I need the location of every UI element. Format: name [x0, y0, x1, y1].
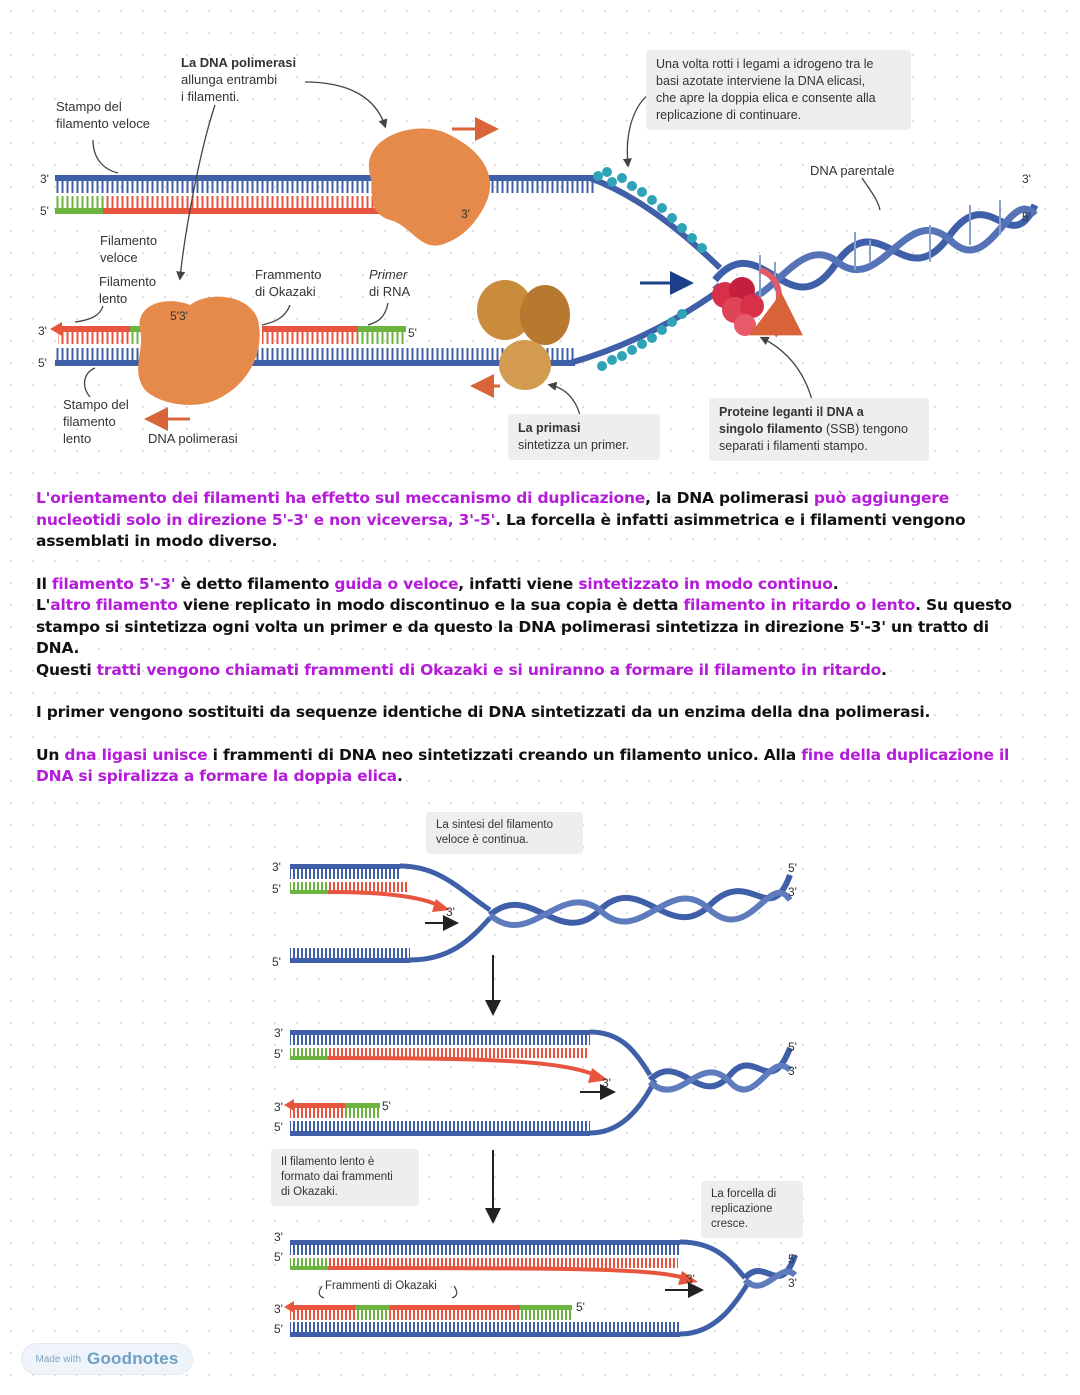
- callout-primasi: La primasi sintetizza un primer.: [508, 414, 660, 460]
- step-2-lagging-primer: [284, 1029, 793, 1136]
- parental-helix: [712, 200, 1039, 305]
- end-5-primer: 5': [408, 326, 417, 340]
- s2-end-3-lagging: 3': [274, 1100, 283, 1114]
- lagging-template-strand: [55, 360, 575, 366]
- end-3-parental: 3': [1022, 172, 1031, 186]
- label-filamento-lento: Filamento lento: [99, 274, 157, 306]
- s3-end-3-right: 3': [788, 1276, 797, 1290]
- end-3-lagging-left: 3': [38, 324, 47, 338]
- handwritten-notes: L'orientamento dei filamenti ha effetto …: [36, 488, 1036, 788]
- callout-ssb: Proteine leganti il DNA a singolo filame…: [709, 398, 929, 461]
- label-stampo-veloce: Stampo del filamento veloce: [56, 99, 150, 131]
- s1-end-3: 3': [272, 860, 281, 874]
- s3-end-3-lagging: 3': [274, 1302, 283, 1316]
- note-paragraph-2: Il filamento 5'-3' è detto filamento gui…: [36, 574, 1012, 679]
- replication-fork-diagram: [50, 81, 1039, 431]
- s1-end-3-tip: 3': [446, 905, 455, 919]
- s3-end-3: 3': [274, 1230, 283, 1244]
- dna-polymerase-leading: [368, 128, 491, 246]
- replication-steps-diagram: [284, 863, 798, 1337]
- note-paragraph-4: Un dna ligasi unisce i frammenti di DNA …: [36, 745, 1010, 786]
- ssb-proteins: [593, 167, 707, 371]
- note-paragraph-3: I primer vengono sostituiti da sequenze …: [36, 703, 931, 721]
- label-dna-polimerasi-2: DNA polimerasi: [148, 431, 238, 446]
- s2-end-5-right: 5': [788, 1040, 797, 1054]
- label-primer-rna: Primer di RNA: [369, 267, 411, 299]
- s1-end-5: 5': [272, 882, 281, 896]
- dna-polymerase-lagging: [138, 296, 260, 405]
- primase-enzyme: [477, 280, 570, 390]
- callout-sintesi-veloce: La sintesi del filamento veloce è contin…: [426, 812, 583, 854]
- label-frammento-okazaki: Frammento di Okazaki: [255, 267, 322, 299]
- s1-end-5-right: 5': [788, 861, 797, 875]
- s2-end-3: 3': [274, 1026, 283, 1040]
- end-53-okazaki: 5'3': [170, 309, 188, 323]
- s3-end-5-right: 5': [788, 1252, 797, 1266]
- goodnotes-badge[interactable]: Made with Goodnotes: [22, 1344, 192, 1374]
- label-filamento-veloce: Filamento veloce: [100, 233, 158, 265]
- label-stampo-lento: Stampo del filamento lento: [63, 397, 129, 446]
- step-3-fork-grows: [284, 1239, 798, 1337]
- s1-end-5-bottom: 5': [272, 955, 281, 969]
- s3-end-5-primer: 5': [576, 1300, 585, 1314]
- end-5-lagging-left: 5': [38, 356, 47, 370]
- s3-end-5: 5': [274, 1250, 283, 1264]
- label-frammenti-okazaki: Frammenti di Okazaki: [325, 1280, 437, 1292]
- s2-end-5-primer: 5': [382, 1099, 391, 1113]
- end-5-parental: 5': [1022, 210, 1031, 224]
- note-paragraph-1: L'orientamento dei filamenti ha effetto …: [36, 489, 966, 550]
- label-dna-parentale: DNA parentale: [810, 163, 895, 178]
- leading-template-strand: [55, 175, 465, 181]
- goodnotes-logo-text: Goodnotes: [87, 1349, 179, 1368]
- callout-elicasi: Una volta rotti i legami a idrogeno tra …: [646, 50, 911, 130]
- step-1-leading-synthesis: [290, 863, 793, 963]
- made-with-text: Made with: [35, 1353, 82, 1365]
- s2-end-3-tip: 3': [602, 1076, 611, 1090]
- callout-filamento-lento: Il filamento lento è formato dai frammen…: [271, 1149, 419, 1206]
- label-dna-polymerase-1: La DNA polimerasi allunga entrambi i fil…: [181, 55, 297, 104]
- s2-end-3-right: 3': [788, 1064, 797, 1078]
- end-3-leading-tip: 3': [461, 207, 470, 221]
- s3-end-5-bottom: 5': [274, 1322, 283, 1336]
- s2-end-5-bottom: 5': [274, 1120, 283, 1134]
- helicase-enzyme: [712, 267, 803, 336]
- end-5-top-left: 5': [40, 204, 49, 218]
- s1-end-3-right: 3': [788, 885, 797, 899]
- end-3-top-left: 3': [40, 172, 49, 186]
- s2-end-5: 5': [274, 1047, 283, 1061]
- s3-end-3-tip: 3': [686, 1272, 695, 1286]
- callout-forcella-cresce: La forcella di replicazione cresce.: [701, 1181, 803, 1238]
